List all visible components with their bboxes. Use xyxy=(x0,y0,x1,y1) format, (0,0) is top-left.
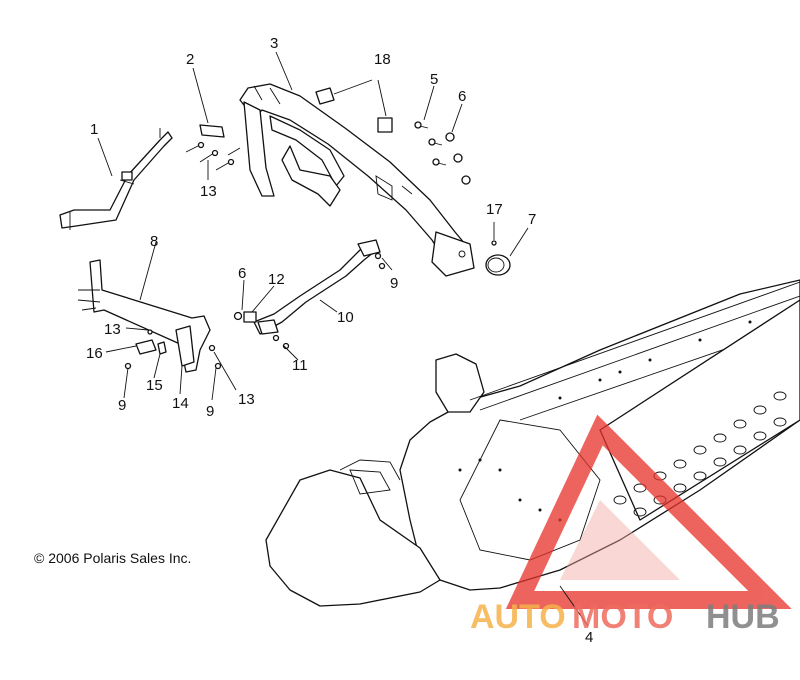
callout-16: 16 xyxy=(86,345,103,362)
part-2-bracket xyxy=(199,124,225,138)
watermark-hub: HUB xyxy=(706,598,780,636)
part-10-lower-tube xyxy=(253,239,386,335)
watermark-wordmark: AUTO MOTO HUB xyxy=(470,598,780,636)
callout-2: 2 xyxy=(186,51,194,68)
callout-10: 10 xyxy=(337,309,354,326)
callout-14: 14 xyxy=(172,395,189,412)
callout-13-upper: 13 xyxy=(200,183,217,200)
part-1-support-tube xyxy=(59,128,173,230)
part-3-upper-frame xyxy=(239,83,475,277)
copyright-text: © 2006 Polaris Sales Inc. xyxy=(34,550,191,566)
parts-13-15-16-small xyxy=(124,329,222,370)
callout-7: 7 xyxy=(528,211,536,228)
callout-3: 3 xyxy=(270,35,278,52)
part-7-cap xyxy=(485,254,511,276)
callout-1: 1 xyxy=(90,121,98,138)
callout-8: 8 xyxy=(150,233,158,250)
callout-9-center: 9 xyxy=(206,403,214,420)
watermark-moto: MOTO xyxy=(572,598,673,636)
part-6-nuts xyxy=(445,132,471,185)
part-5-bolts xyxy=(414,121,447,166)
callout-12: 12 xyxy=(268,271,285,288)
part-8-lower-support xyxy=(77,259,211,373)
watermark-auto: AUTO xyxy=(470,598,566,636)
callout-18: 18 xyxy=(374,51,391,68)
callout-4: 4 xyxy=(585,629,593,646)
bolts-13-upper xyxy=(185,141,241,171)
callout-15: 15 xyxy=(146,377,163,394)
callout-13-left: 13 xyxy=(104,321,121,338)
callout-6-lower: 6 xyxy=(238,265,246,282)
callout-labels: 1 2 3 18 5 6 13 17 7 8 6 12 9 10 13 16 1… xyxy=(86,35,593,646)
callout-13-lower: 13 xyxy=(238,391,255,408)
callout-9-right: 9 xyxy=(390,275,398,292)
callout-5: 5 xyxy=(430,71,438,88)
part-17-pin xyxy=(491,240,497,246)
callout-11: 11 xyxy=(292,357,308,374)
part-18-pads xyxy=(315,87,393,133)
callout-17: 17 xyxy=(486,201,503,218)
leader-lines xyxy=(97,51,589,627)
watermark-logo xyxy=(505,414,792,609)
callout-9-left: 9 xyxy=(118,397,126,414)
callout-6-upper: 6 xyxy=(458,88,466,105)
